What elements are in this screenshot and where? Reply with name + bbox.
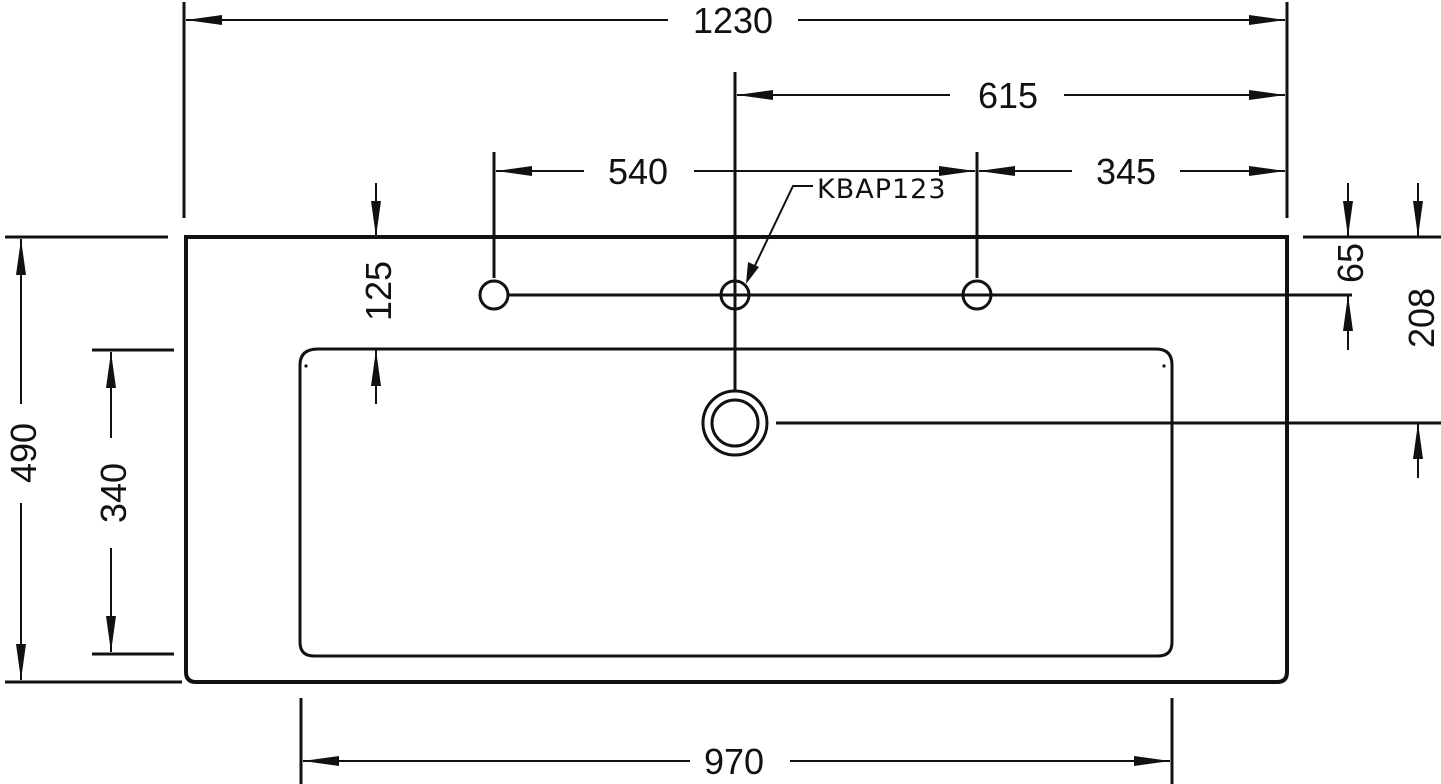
arrowhead xyxy=(1413,423,1423,459)
dim-tap-hole-from-back: 65 xyxy=(1330,243,1371,283)
callout-leader xyxy=(748,185,813,279)
arrowhead xyxy=(1413,201,1423,237)
arrowhead xyxy=(1343,295,1353,331)
callout-arrowhead xyxy=(746,262,759,284)
arrowhead xyxy=(106,352,116,388)
left-tap-hole xyxy=(478,279,510,311)
dim-tap-hole-spacing: 540 xyxy=(608,151,668,192)
dim-rim-depth: 125 xyxy=(358,261,399,321)
arrowhead xyxy=(1249,15,1285,25)
arrowhead xyxy=(939,166,975,176)
arrowhead xyxy=(186,15,222,25)
arrowhead xyxy=(16,239,26,275)
dim-tap-hole-to-right-edge: 615 xyxy=(978,75,1038,116)
callout-label: KBAP123 xyxy=(817,174,947,205)
bowl-corner-dot xyxy=(304,364,308,368)
dim-waste-from-back: 208 xyxy=(1401,288,1441,348)
arrowhead xyxy=(371,350,381,386)
arrowhead xyxy=(303,756,339,766)
arrowhead xyxy=(106,616,116,652)
dim-right-hole-to-edge: 345 xyxy=(1096,151,1156,192)
basin-outline xyxy=(184,235,1289,684)
dim-bowl-depth: 340 xyxy=(93,463,134,523)
arrowhead xyxy=(16,644,26,680)
arrowhead xyxy=(1343,201,1353,237)
dim-overall-width: 1230 xyxy=(693,0,773,41)
arrowhead xyxy=(1249,90,1285,100)
arrowhead xyxy=(979,166,1015,176)
bowl-corner-dot xyxy=(1162,364,1166,368)
dim-bowl-width: 970 xyxy=(704,741,764,782)
arrowhead xyxy=(496,166,532,176)
waste-outlet-outer xyxy=(701,389,769,457)
arrowhead xyxy=(1249,166,1285,176)
bowl-outline xyxy=(298,347,1174,658)
waste-outlet-inner xyxy=(710,398,760,448)
arrowhead xyxy=(1134,756,1170,766)
arrowhead xyxy=(371,201,381,237)
dim-overall-depth: 490 xyxy=(3,423,44,483)
arrowhead xyxy=(737,90,773,100)
